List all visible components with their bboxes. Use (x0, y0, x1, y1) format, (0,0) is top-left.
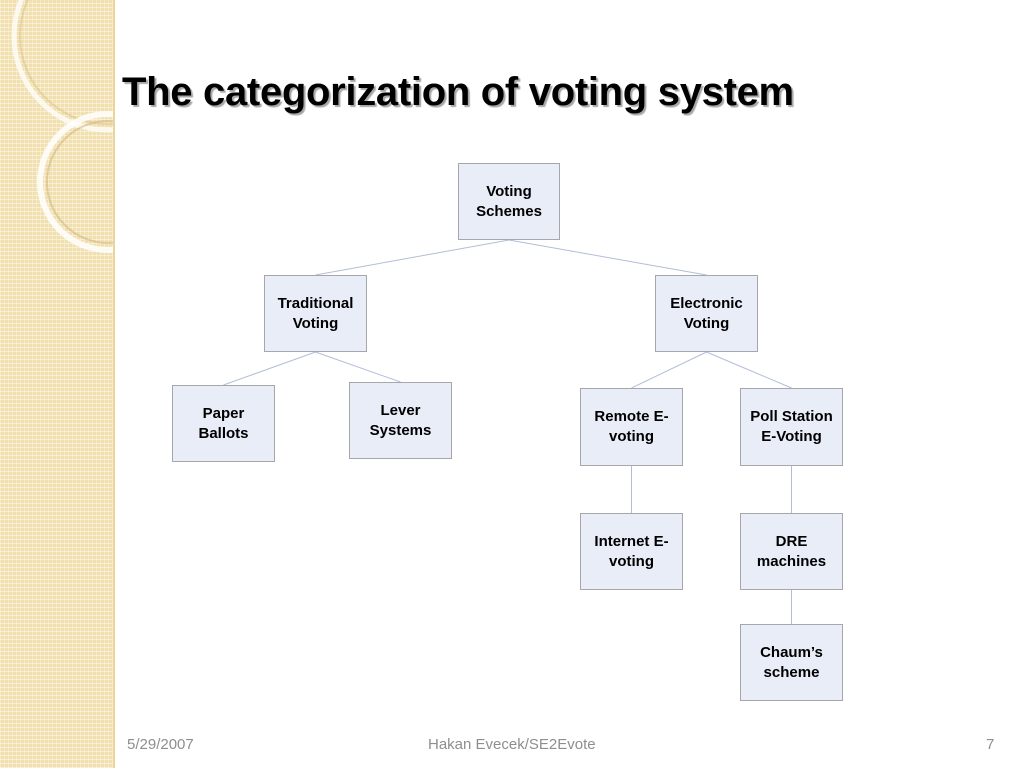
connector-traditional_voting-paper_ballots (223, 351, 316, 386)
node-traditional-voting: Traditional Voting (264, 275, 367, 352)
node-paper-ballots: Paper Ballots (172, 385, 275, 462)
node-label: Voting Schemes (476, 182, 542, 220)
connector-electronic_voting-poll_station_evoting (706, 351, 792, 389)
node-dre-machines: DRE machines (740, 513, 843, 590)
connector-traditional_voting-lever_systems (315, 351, 401, 383)
slide-title: The categorization of voting system (122, 70, 794, 114)
node-voting-schemes: Voting Schemes (458, 163, 560, 240)
node-label: Paper Ballots (198, 404, 249, 442)
connector-voting_schemes-traditional_voting (315, 239, 510, 276)
node-remote-evoting: Remote E- voting (580, 388, 683, 466)
node-internet-evoting: Internet E- voting (580, 513, 683, 590)
connector-voting_schemes-electronic_voting (508, 239, 707, 276)
node-label: Traditional Voting (277, 294, 354, 332)
node-label: DRE machines (756, 532, 827, 570)
node-label: Electronic Voting (670, 294, 743, 332)
node-label: Poll Station E-Voting (750, 408, 833, 445)
side-divider (113, 0, 115, 768)
node-electronic-voting: Electronic Voting (655, 275, 758, 352)
side-decoration-strip (0, 0, 113, 768)
node-lever-systems: Lever Systems (349, 382, 452, 459)
node-label: Internet E- voting (594, 532, 669, 570)
node-label: Lever Systems (369, 401, 432, 439)
node-label: Remote E- voting (594, 408, 669, 445)
node-poll-station-evoting: Poll Station E-Voting (740, 388, 843, 466)
connector-electronic_voting-remote_evoting (631, 351, 707, 389)
footer-date: 5/29/2007 (127, 736, 194, 753)
node-label: Chaum’s scheme (760, 643, 823, 681)
circle-ornament-icon (11, 0, 113, 253)
footer-author: Hakan Evecek/SE2Evote (428, 736, 596, 753)
node-chaums-scheme: Chaum’s scheme (740, 624, 843, 701)
footer-page-number: 7 (986, 736, 995, 753)
